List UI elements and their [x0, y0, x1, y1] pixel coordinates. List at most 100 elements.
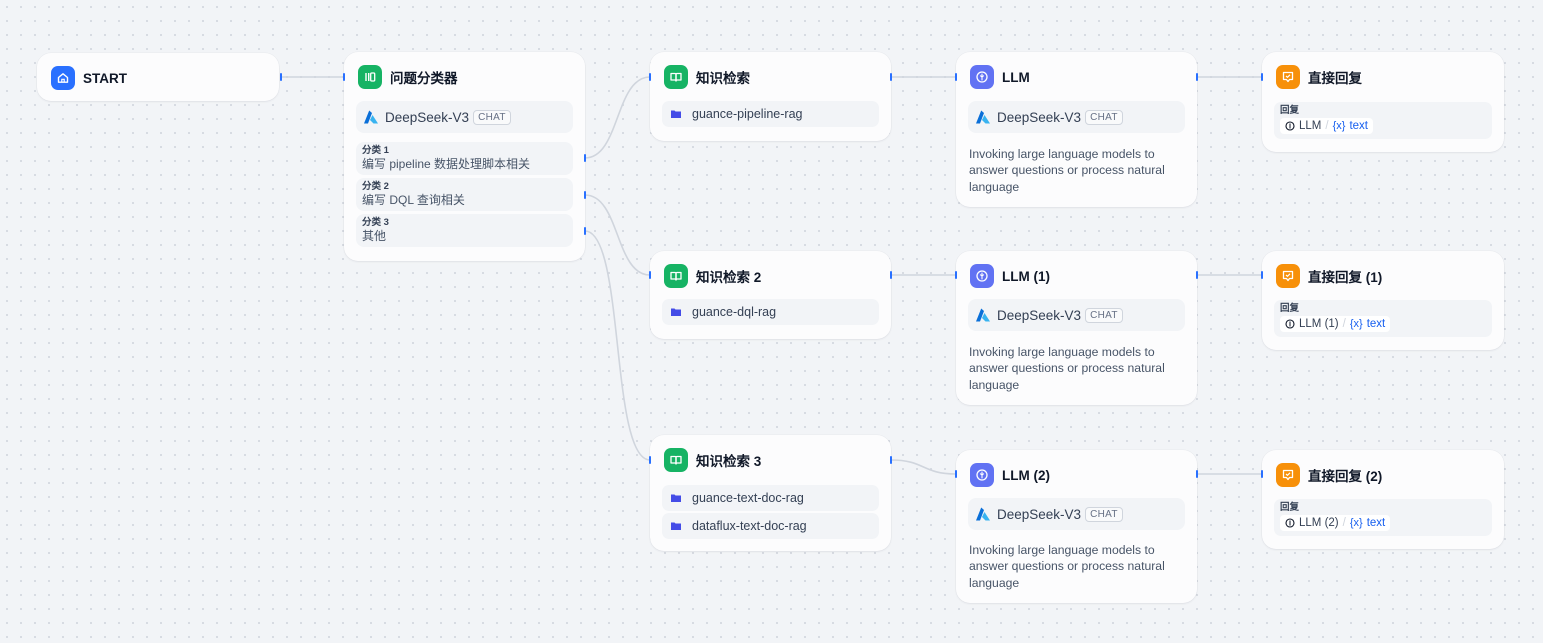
llm-model-selector[interactable]: DeepSeek-V3 CHAT: [968, 299, 1185, 331]
dataset-name: guance-dql-rag: [692, 305, 777, 319]
knowledge-node-1[interactable]: 知识检索 guance-pipeline-rag: [650, 52, 891, 141]
variable-name: text: [1366, 517, 1386, 529]
classifier-model-selector[interactable]: DeepSeek-V3 CHAT: [356, 101, 573, 133]
variable-icon: {x}: [1349, 318, 1363, 330]
start-node[interactable]: START: [37, 53, 279, 101]
class-item-text: 编写 DQL 查询相关: [362, 193, 465, 207]
llm-model-badge: CHAT: [1085, 506, 1123, 522]
llm-small-icon: [1285, 319, 1295, 329]
azure-logo-icon: [976, 110, 990, 124]
knowledge-node-header: 知识检索: [664, 65, 750, 89]
knowledge-node-3[interactable]: 知识检索 3 guance-text-doc-rag dataflux-text…: [650, 435, 891, 551]
start-output-handle[interactable]: [280, 73, 282, 81]
variable-separator: /: [1325, 120, 1329, 132]
llm-node-3[interactable]: LLM (2) DeepSeek-V3 CHAT Invoking large …: [956, 450, 1197, 603]
dataset-item[interactable]: guance-text-doc-rag: [662, 485, 879, 511]
class-item-1[interactable]: 分类 1 编写 pipeline 数据处理脚本相关: [356, 142, 573, 175]
llm-small-icon: [1285, 121, 1295, 131]
folder-icon: [671, 110, 681, 118]
answer-node-title: 直接回复 (2): [1308, 469, 1383, 484]
llm-1-input-handle[interactable]: [955, 73, 957, 81]
azure-logo-icon: [976, 308, 990, 322]
classifier-input-handle[interactable]: [343, 73, 345, 81]
variable-reference[interactable]: LLM (2) / {x} text: [1280, 515, 1391, 531]
llm-3-output-handle[interactable]: [1196, 470, 1198, 478]
edge-kb3-llm3: [890, 459, 957, 475]
answer-node-1[interactable]: 直接回复 回复 LLM / {x} text: [1262, 52, 1504, 152]
classifier-node[interactable]: 问题分类器 DeepSeek-V3 CHAT 分类 1 编写 pipeline …: [344, 52, 585, 261]
knowledge-node-header: 知识检索 3: [664, 448, 761, 472]
class-item-3[interactable]: 分类 3 其他: [356, 214, 573, 247]
llm-2-output-handle[interactable]: [1196, 271, 1198, 279]
dataset-item[interactable]: guance-dql-rag: [662, 299, 879, 325]
answer-icon: [1276, 65, 1300, 89]
variable-reference[interactable]: LLM (1) / {x} text: [1280, 316, 1391, 332]
variable-separator: /: [1342, 318, 1346, 330]
knowledge-3-output-handle[interactable]: [890, 456, 892, 464]
llm-1-output-handle[interactable]: [1196, 73, 1198, 81]
reply-content[interactable]: 回复 LLM (2) / {x} text: [1274, 499, 1492, 536]
llm-node-title: LLM (1): [1002, 268, 1050, 284]
knowledge-node-title: 知识检索 2: [696, 270, 762, 285]
llm-description: Invoking large language models to answer…: [969, 345, 1165, 392]
edge-class2-kb2: [584, 194, 651, 276]
llm-model-selector[interactable]: DeepSeek-V3 CHAT: [968, 498, 1185, 530]
variable-icon: {x}: [1349, 517, 1363, 529]
class-1-output-handle[interactable]: [584, 154, 586, 162]
llm-icon: [970, 463, 994, 487]
reply-content[interactable]: 回复 LLM (1) / {x} text: [1274, 300, 1492, 337]
variable-name: text: [1366, 318, 1386, 330]
llm-node-header: LLM (2): [970, 463, 1050, 487]
llm-node-2[interactable]: LLM (1) DeepSeek-V3 CHAT Invoking large …: [956, 251, 1197, 405]
reply-label: 回复: [1280, 303, 1300, 314]
knowledge-node-2[interactable]: 知识检索 2 guance-dql-rag: [650, 251, 891, 339]
classifier-icon: [358, 65, 382, 89]
knowledge-node-title: 知识检索: [696, 71, 750, 86]
answer-2-input-handle[interactable]: [1261, 271, 1263, 279]
reply-label: 回复: [1280, 502, 1300, 513]
class-item-2[interactable]: 分类 2 编写 DQL 查询相关: [356, 178, 573, 211]
llm-icon: [970, 264, 994, 288]
variable-reference[interactable]: LLM / {x} text: [1280, 118, 1373, 134]
answer-node-3[interactable]: 直接回复 (2) 回复 LLM (2) / {x} text: [1262, 450, 1504, 549]
llm-description: Invoking large language models to answer…: [969, 543, 1165, 590]
llm-3-input-handle[interactable]: [955, 470, 957, 478]
home-icon: [51, 66, 75, 90]
answer-node-title: 直接回复 (1): [1308, 270, 1383, 285]
llm-model-name: DeepSeek-V3: [997, 109, 1082, 125]
knowledge-1-input-handle[interactable]: [649, 73, 651, 81]
llm-node-title: LLM (2): [1002, 467, 1050, 483]
llm-node-title: LLM: [1002, 69, 1030, 85]
answer-node-title: 直接回复: [1308, 71, 1362, 86]
dataset-item[interactable]: dataflux-text-doc-rag: [662, 513, 879, 539]
llm-2-input-handle[interactable]: [955, 271, 957, 279]
llm-node-1[interactable]: LLM DeepSeek-V3 CHAT Invoking large lang…: [956, 52, 1197, 207]
class-2-output-handle[interactable]: [584, 191, 586, 199]
dataset-item[interactable]: guance-pipeline-rag: [662, 101, 879, 127]
book-icon: [664, 264, 688, 288]
knowledge-2-output-handle[interactable]: [890, 271, 892, 279]
answer-3-input-handle[interactable]: [1261, 470, 1263, 478]
llm-node-header: LLM: [970, 65, 1030, 89]
knowledge-3-input-handle[interactable]: [649, 456, 651, 464]
class-item-label: 分类 2: [362, 181, 389, 192]
variable-node-name: LLM (1): [1299, 318, 1339, 330]
llm-model-badge: CHAT: [1085, 109, 1123, 125]
knowledge-1-output-handle[interactable]: [890, 73, 892, 81]
answer-1-input-handle[interactable]: [1261, 73, 1263, 81]
classifier-model-badge: CHAT: [473, 109, 511, 125]
llm-description: Invoking large language models to answer…: [969, 147, 1165, 194]
book-icon: [664, 448, 688, 472]
start-node-title: START: [83, 70, 127, 86]
class-3-output-handle[interactable]: [584, 227, 586, 235]
reply-content[interactable]: 回复 LLM / {x} text: [1274, 102, 1492, 139]
answer-node-2[interactable]: 直接回复 (1) 回复 LLM (1) / {x} text: [1262, 251, 1504, 350]
llm-model-selector[interactable]: DeepSeek-V3 CHAT: [968, 101, 1185, 133]
variable-separator: /: [1342, 517, 1346, 529]
reply-label: 回复: [1280, 105, 1300, 116]
llm-model-badge: CHAT: [1085, 307, 1123, 323]
knowledge-2-input-handle[interactable]: [649, 271, 651, 279]
answer-icon: [1276, 264, 1300, 288]
class-item-label: 分类 1: [362, 145, 389, 156]
variable-name: text: [1349, 120, 1368, 132]
